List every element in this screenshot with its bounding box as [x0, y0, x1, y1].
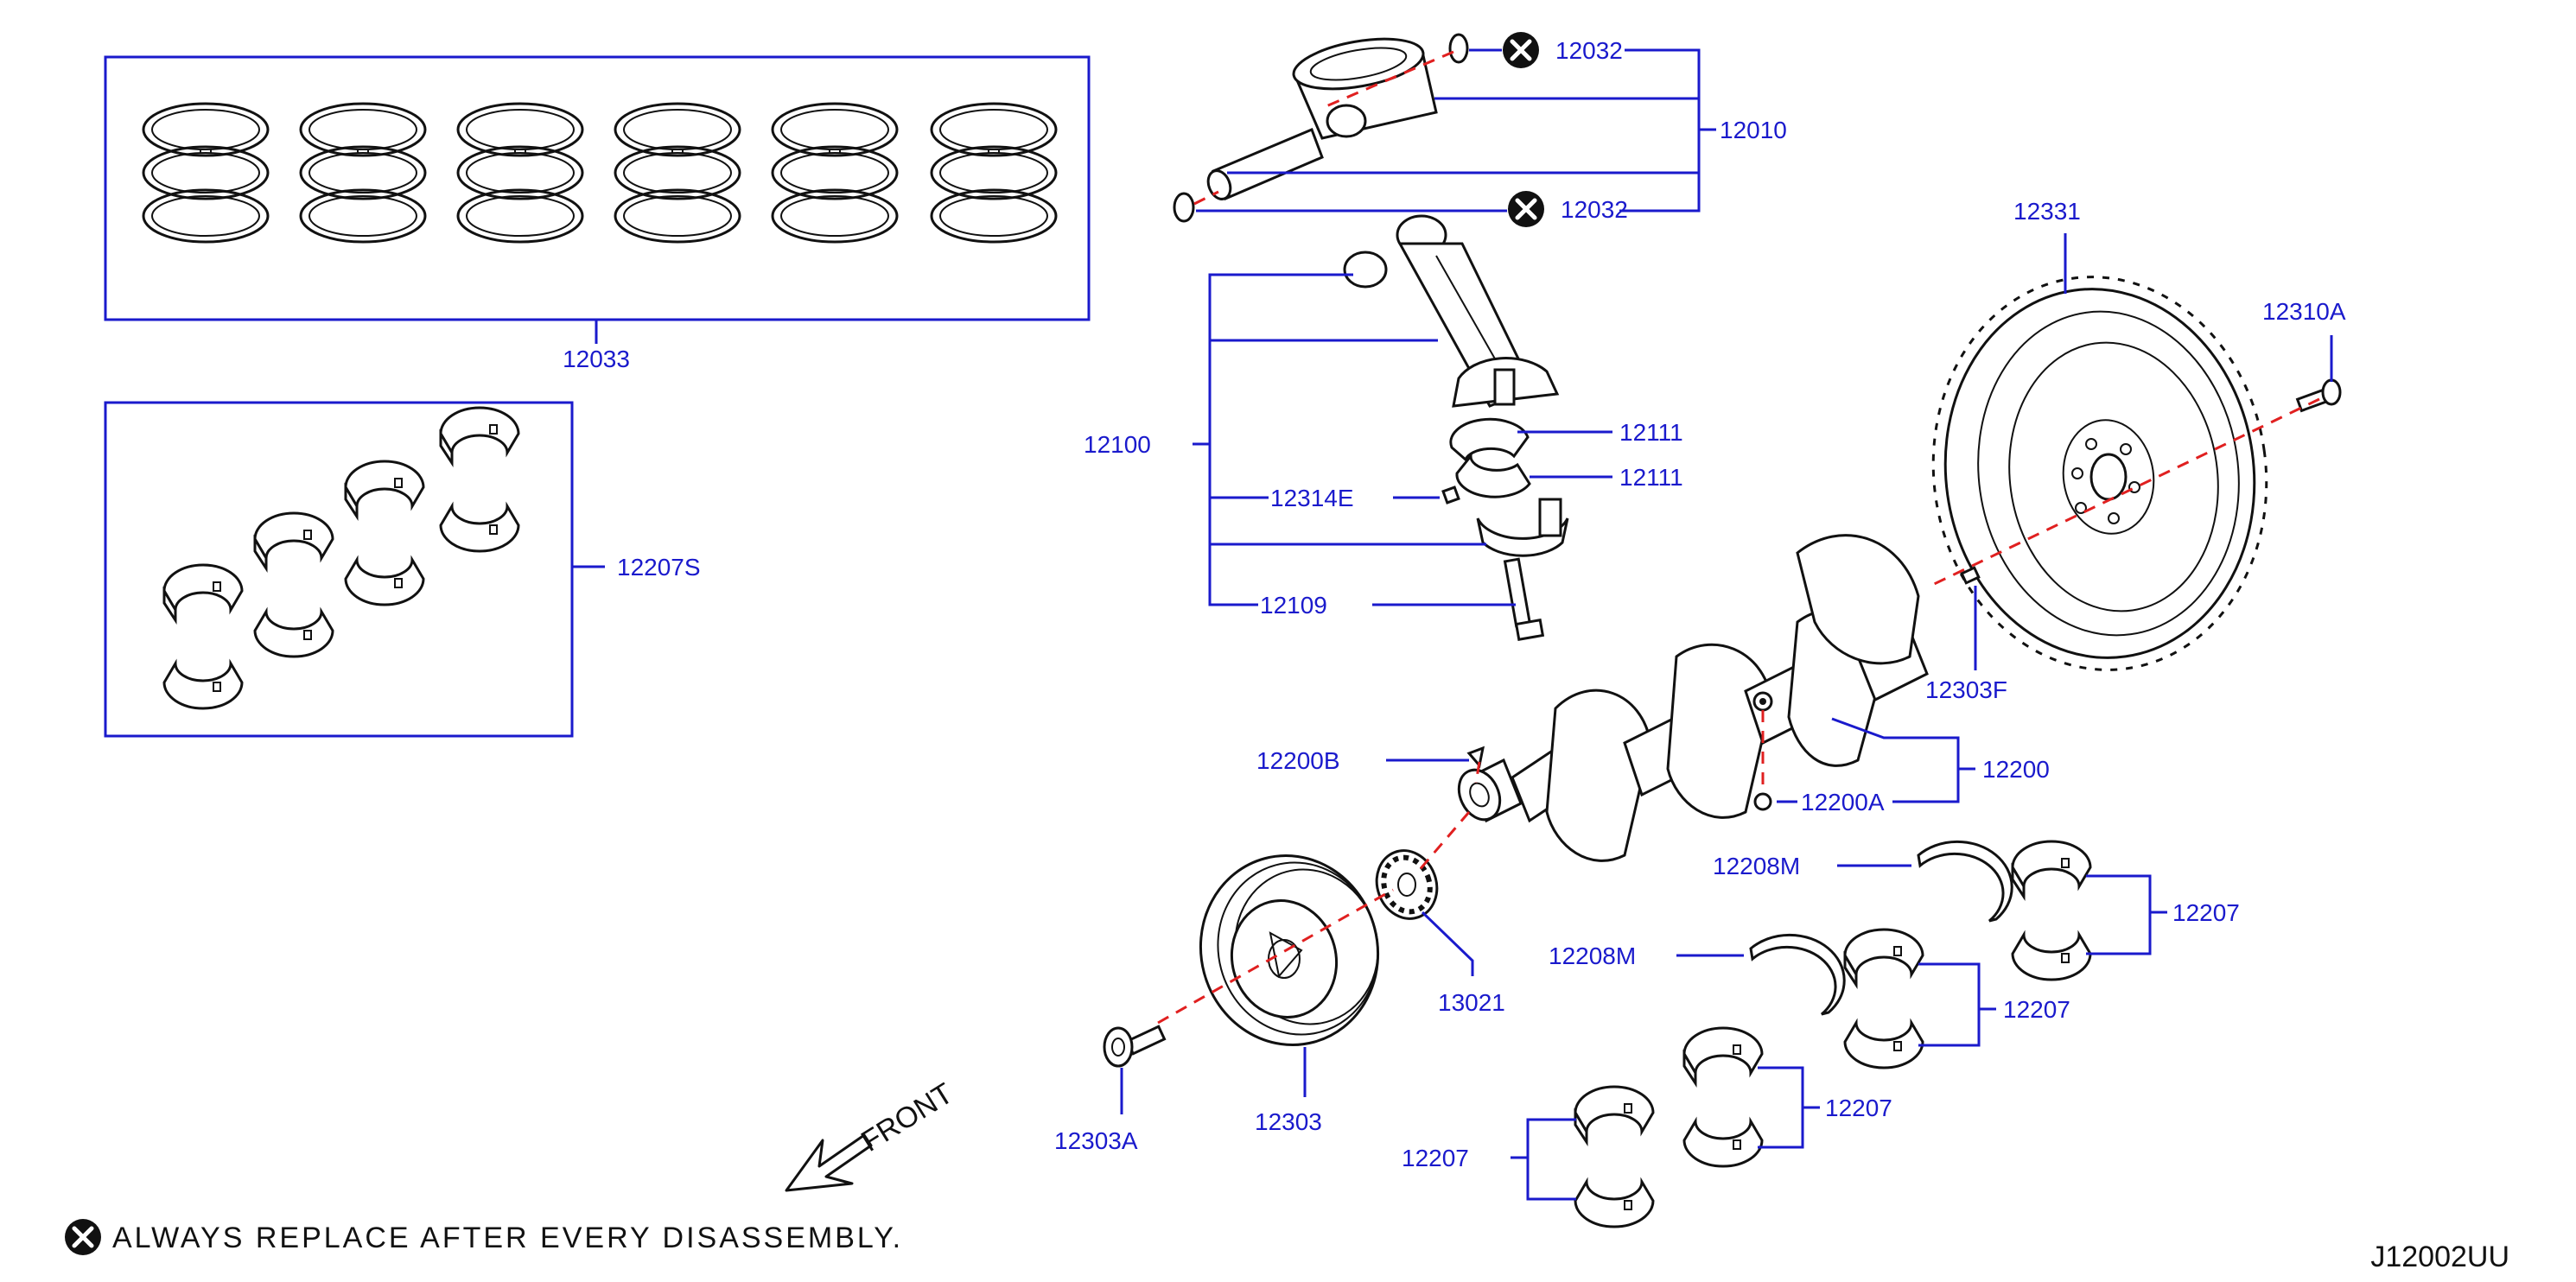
label-12310A: 12310A [2262, 298, 2346, 325]
label-12207S: 12207S [617, 554, 701, 581]
label-13021: 13021 [1438, 989, 1505, 1016]
label-12207-a: 12207 [2172, 899, 2240, 926]
replace-mark-icon-legend [65, 1219, 101, 1255]
label-12100: 12100 [1084, 431, 1151, 458]
label-12200B: 12200B [1256, 747, 1340, 774]
label-12207-d: 12207 [1402, 1145, 1469, 1171]
label-12303: 12303 [1255, 1108, 1322, 1135]
crank-pulley [1199, 854, 1380, 1046]
main-bearing-b [1843, 928, 1924, 1069]
flywheel-bolt [2295, 378, 2342, 413]
replace-mark-icon-top [1503, 32, 1539, 68]
replace-mark-icon-bottom [1508, 191, 1544, 227]
crank-plug [1753, 792, 1772, 811]
main-bearing-d [1574, 1085, 1655, 1228]
main-bearing-c [1682, 1026, 1764, 1168]
rod-bolt [1503, 557, 1545, 642]
rod-bearing-lower [1455, 452, 1531, 498]
rod-cap-dowel [1441, 486, 1460, 505]
label-12303F: 12303F [1925, 676, 2007, 703]
snap-ring-bottom [1173, 192, 1195, 223]
thrust-washer-a [1917, 840, 2013, 923]
label-12208M-b: 12208M [1549, 942, 1636, 969]
label-12032-bottom: 12032 [1561, 196, 1628, 223]
label-12207-c: 12207 [1825, 1095, 1892, 1121]
label-12111-a: 12111 [1619, 419, 1683, 446]
label-12010: 12010 [1720, 117, 1787, 143]
crankshaft [1457, 534, 1929, 862]
connecting-rod [1396, 214, 1560, 408]
label-12032-top: 12032 [1555, 37, 1623, 64]
crank-key [1466, 746, 1485, 769]
pin-bushing [1343, 251, 1388, 289]
label-12111-b: 12111 [1619, 464, 1683, 491]
thrust-washer-b [1749, 933, 1846, 1016]
dowel-pin [1960, 566, 1981, 585]
label-12314E: 12314E [1270, 485, 1354, 511]
label-12200A: 12200A [1801, 789, 1885, 816]
drive-plate [1931, 276, 2268, 671]
label-12200: 12200 [1982, 756, 2050, 783]
label-12331: 12331 [2013, 198, 2081, 225]
rod-bearing-upper [1449, 417, 1530, 462]
label-12033: 12033 [563, 346, 630, 372]
rod-cap [1476, 498, 1569, 557]
snap-ring-top [1448, 33, 1469, 64]
label-12303A: 12303A [1054, 1127, 1138, 1154]
front-arrow-icon [785, 1133, 873, 1192]
label-12109: 12109 [1260, 592, 1327, 619]
label-12208M-a: 12208M [1713, 853, 1800, 879]
crank-sprocket [1375, 849, 1439, 920]
diagram-code: J12002UU [2370, 1241, 2509, 1273]
piston-ring-set [142, 102, 1058, 244]
front-label: FRONT [855, 1077, 958, 1158]
piston [1292, 37, 1438, 140]
replace-note: ALWAYS REPLACE AFTER EVERY DISASSEMBLY. [112, 1222, 903, 1254]
pulley-bolt [1103, 1025, 1167, 1068]
label-12207-b: 12207 [2003, 996, 2070, 1023]
main-bearing-set-box [104, 401, 574, 738]
main-bearing-a [2011, 840, 2092, 981]
piston-pin [1206, 128, 1324, 200]
main-bearing-set [162, 406, 520, 710]
